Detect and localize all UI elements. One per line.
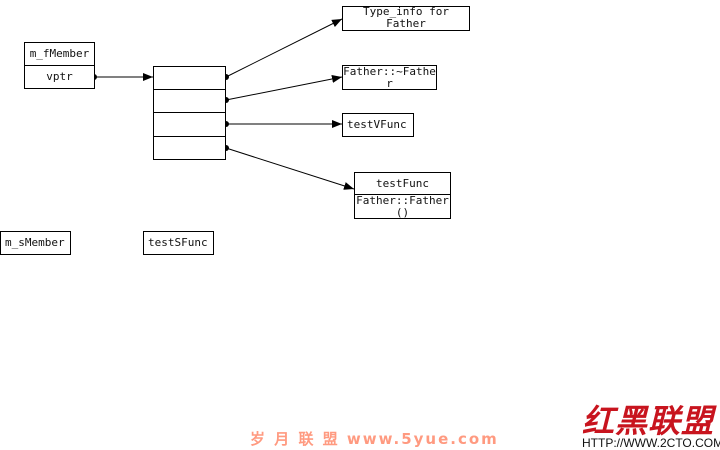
member-label: m_fMember [29, 47, 90, 60]
slot1-arrow [225, 75, 343, 101]
func-field: testFunc [355, 173, 450, 195]
watermark-right-url: HTTP://WWW.2CTO.COM [582, 436, 720, 450]
vptr-field: vptr [25, 66, 94, 88]
slot3-arrow [225, 147, 355, 190]
constructor-field: Father::Father() [355, 194, 450, 219]
static-func-box: testSFunc [143, 231, 214, 255]
vptr-label: vptr [46, 70, 73, 83]
virtual-func-label: testVFunc [347, 118, 407, 131]
slot0-arrow [225, 18, 343, 78]
object-layout-box: m_fMember vptr [24, 42, 95, 89]
vtable-slot-0 [153, 66, 226, 90]
static-func-label: testSFunc [148, 236, 208, 249]
constructor-label: Father::Father() [356, 194, 449, 219]
destructor-box: Father::~Father [342, 65, 437, 90]
vtable-slot-2 [153, 112, 226, 137]
type-info-box: Type_info for Father [342, 6, 470, 31]
destructor-label: Father::~Father [343, 65, 436, 90]
member-field: m_fMember [25, 43, 94, 66]
func-label: testFunc [376, 176, 429, 190]
type-info-label: Type_info for Father [362, 6, 450, 30]
watermark-right-title: 红黑联盟 [582, 402, 715, 440]
watermark-left: 岁 月 联 盟 www.5yue.com [250, 430, 499, 448]
static-member-label: m_sMember [5, 236, 65, 249]
func-box: testFunc Father::Father() [354, 172, 451, 219]
static-member-box: m_sMember [0, 231, 71, 255]
vtable-slot-3 [153, 136, 226, 160]
vtable-slot-1 [153, 89, 226, 113]
virtual-func-box: testVFunc [342, 113, 414, 137]
